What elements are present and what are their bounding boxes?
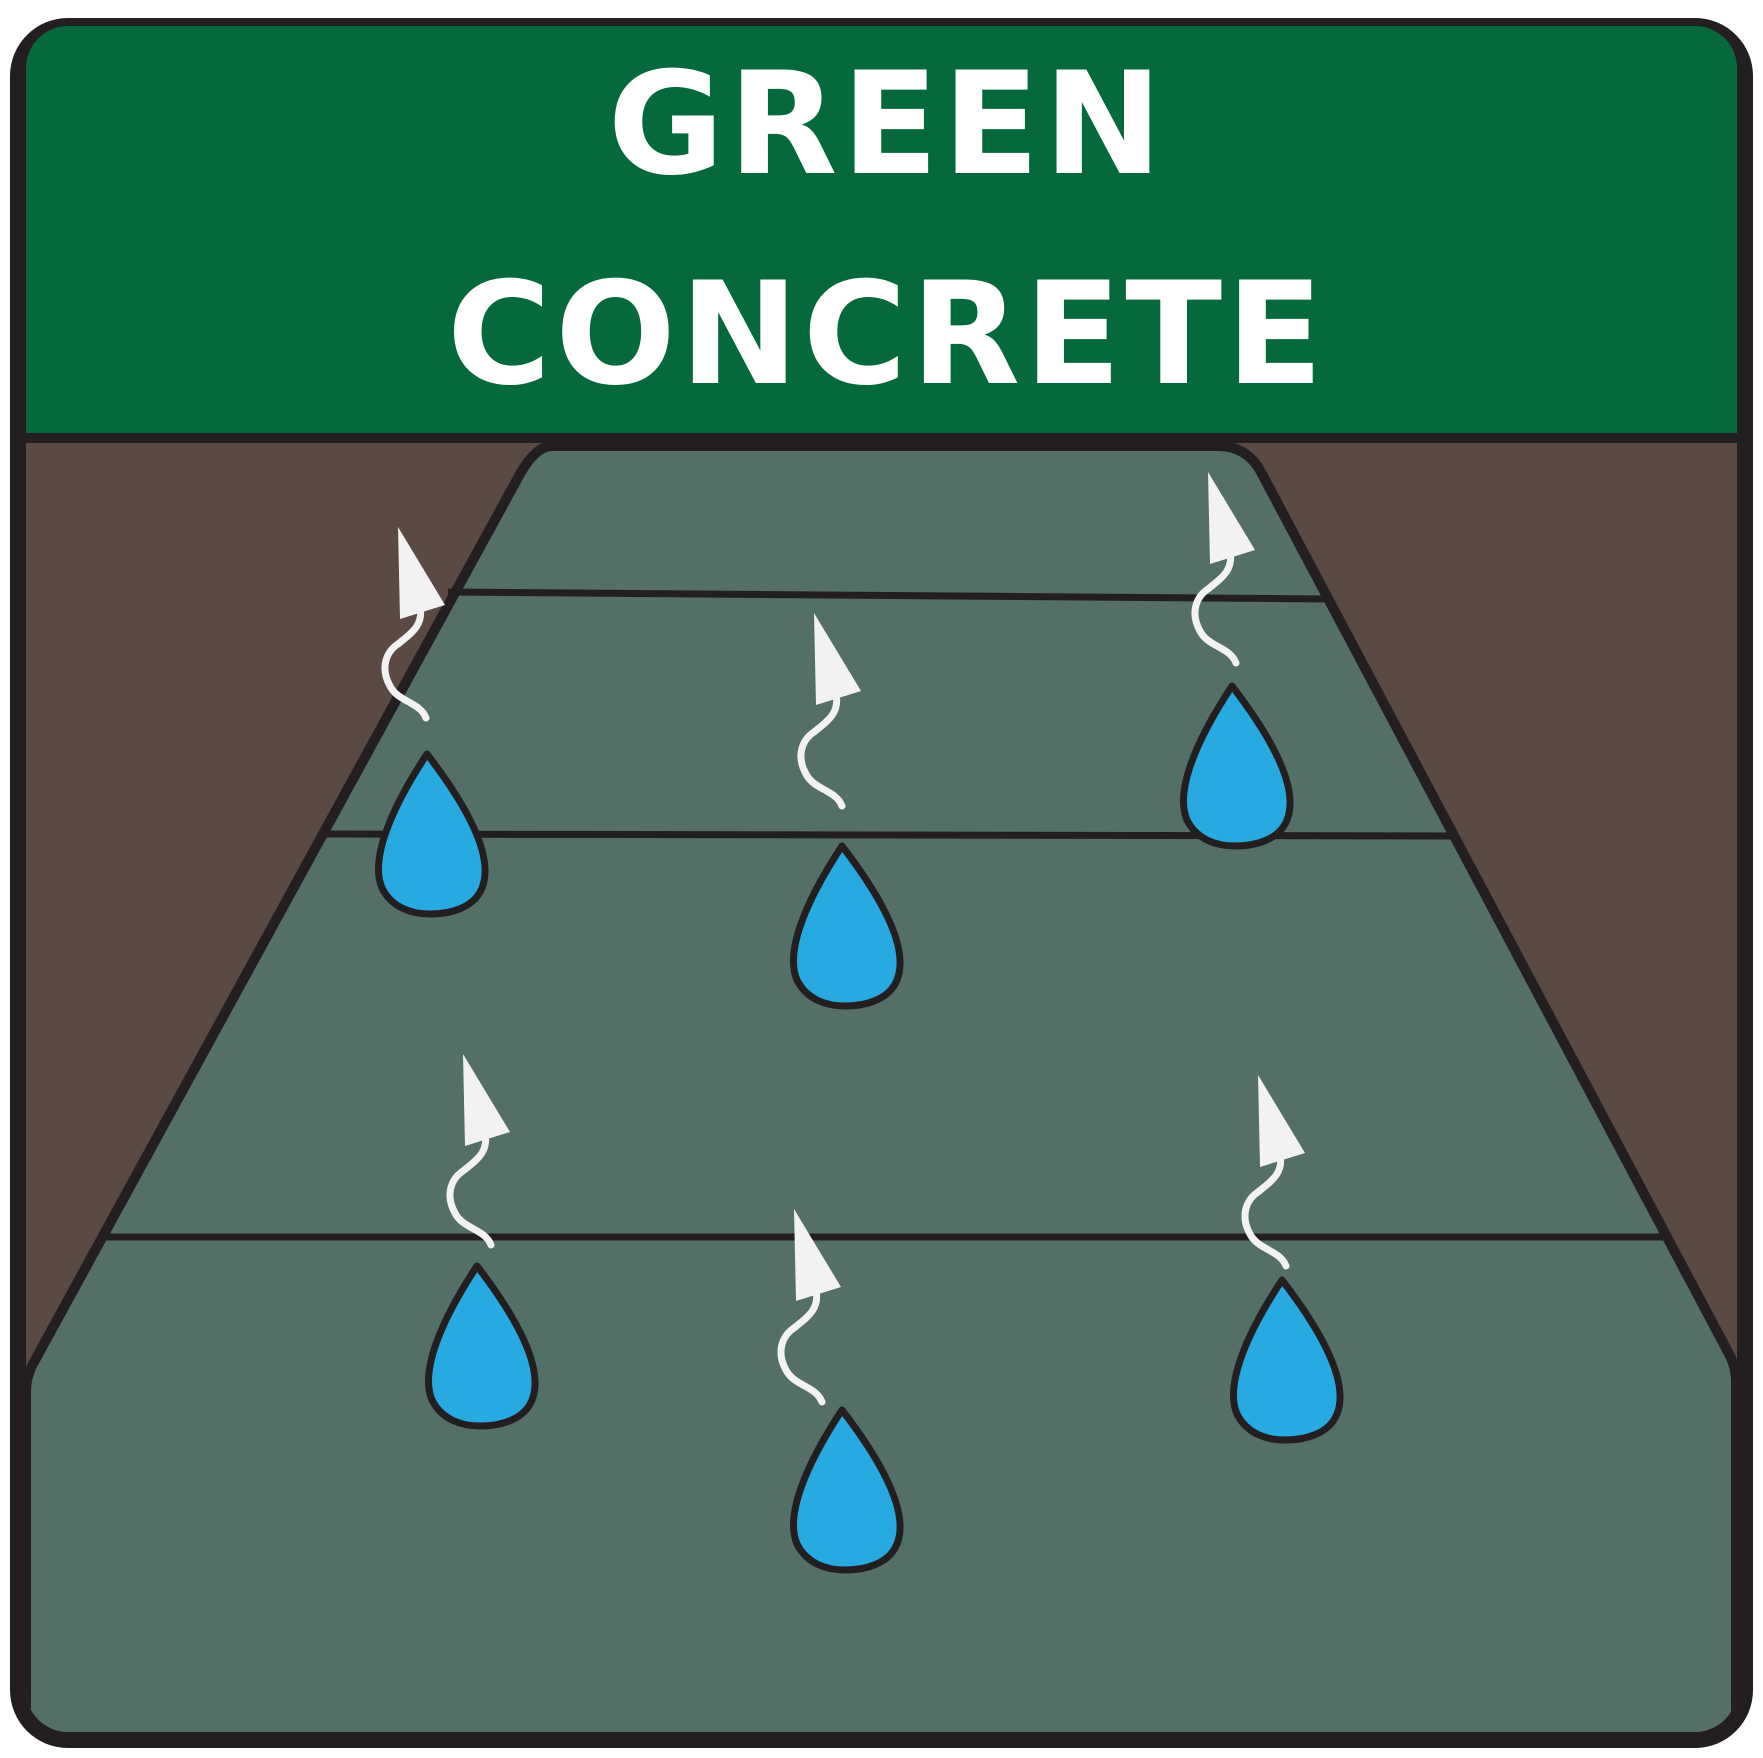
water-drop-icon <box>790 842 904 1010</box>
evaporation-arrow-icon <box>1191 472 1255 667</box>
title-line-1: GREEN <box>608 42 1167 207</box>
evaporation-arrow-icon <box>1241 1075 1305 1270</box>
evaporation-arrow-icon <box>446 1054 510 1249</box>
evaporation-arrow-icon <box>797 613 861 810</box>
evaporation-arrow-icon <box>381 527 445 722</box>
water-drop-icon <box>1180 682 1294 850</box>
water-drop-icon <box>425 1262 539 1430</box>
header-band <box>26 26 1737 435</box>
water-drop-icon <box>1230 1276 1344 1444</box>
water-drop-icon <box>375 750 489 918</box>
slab-joint-line <box>321 830 1453 840</box>
title-line-2: CONCRETE <box>447 252 1327 417</box>
water-drop-icon <box>790 1406 904 1574</box>
slab-joint-line <box>447 588 1328 603</box>
evaporation-arrow-icon <box>777 1209 841 1406</box>
